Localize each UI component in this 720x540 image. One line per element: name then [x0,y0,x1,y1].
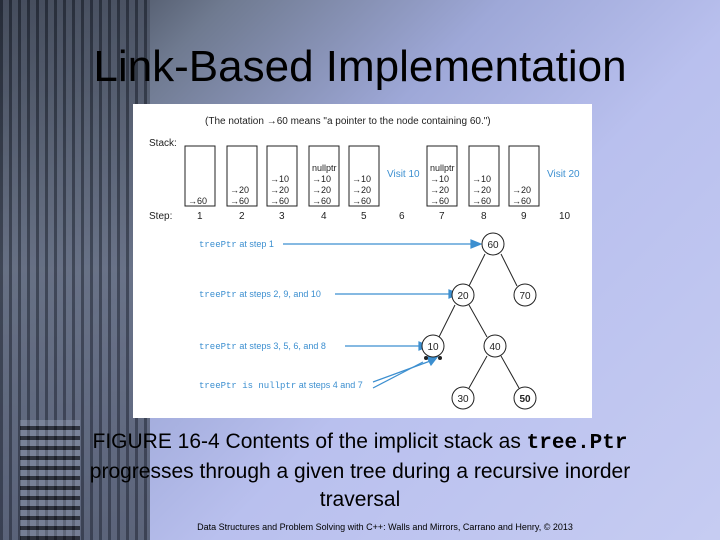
stack-entry: →60 [230,196,249,206]
stack-entry: →10 [270,174,289,184]
footer-citation: Data Structures and Problem Solving with… [197,522,573,532]
stack-box [226,145,258,207]
pointer-label: treePtr at step 1 [199,239,274,250]
stack-box [426,145,458,207]
stack-entry: →20 [352,185,371,195]
tree-nodes: 60 20 70 10 40 30 50 [421,232,537,410]
step-number: 5 [361,211,367,222]
tree-node-circle [481,232,505,256]
null-child-dot [438,356,442,360]
tree-node-circle [483,334,507,358]
tree-node-value: 30 [457,394,469,405]
tree-node-circle [513,386,537,410]
caption-suffix: progresses through a given tree during a… [89,460,631,511]
stack-entry: →20 [430,185,449,195]
null-child-dot [424,356,428,360]
stack-entry: →20 [270,185,289,195]
stack-box [348,145,380,207]
stack-columns: →60→20→60→10→20→60nullptr→10→20→60→10→20… [184,145,580,207]
stack-box [184,145,216,207]
step-label: Step: [149,211,172,222]
stack-entry: →60 [472,196,491,206]
step-numbers: 1 2 3 4 5 6 7 8 9 10 [197,211,571,222]
stack-box [308,145,340,207]
tree-node-circle [451,386,475,410]
stack-entry: nullptr [430,163,455,173]
tree-node-circle [513,283,537,307]
stack-entry: →10 [472,174,491,184]
stack-entry: →60 [430,196,449,206]
tree-node-value: 60 [487,240,499,251]
figure-16-4: (The notation →60 means "a pointer to th… [133,104,592,418]
tree-node-value: 50 [519,394,531,405]
stack-box [266,145,298,207]
stack-entry: →60 [188,196,207,206]
pointer-label: treePtr at steps 2, 9, and 10 [199,289,321,300]
slide-title: Link-Based Implementation [93,42,627,91]
stack-tree-diagram: (The notation →60 means "a pointer to th… [149,116,580,410]
stack-entry: →10 [430,174,449,184]
tree-node-circle [421,334,445,358]
visit-label: Visit 10 [387,169,420,180]
step-number: 3 [279,211,285,222]
stack-box [468,145,500,207]
tree-edges [438,253,520,389]
pointer-arrows [283,239,483,389]
stack-entry: nullptr [312,163,337,173]
visit-label: Visit 20 [547,169,580,180]
tree-node-value: 20 [457,291,469,302]
stack-entry: →20 [312,185,331,195]
caption-code: tree.Ptr [526,432,628,455]
figure-caption: FIGURE 16-4 Contents of the implicit sta… [60,428,660,514]
stack-entry: →60 [352,196,371,206]
pointer-label: treePtr is nullptr at steps 4 and 7 [199,380,363,391]
stack-label: Stack: [149,138,177,149]
pointer-labels: treePtr at step 1 treePtr at steps 2, 9, … [199,239,363,391]
tree-node-value: 40 [489,342,501,353]
tree-node-value: 70 [519,291,531,302]
step-number: 9 [521,211,527,222]
pointer-label: treePtr at steps 3, 5, 6, and 8 [199,341,326,352]
step-number: 6 [399,211,405,222]
step-number: 7 [439,211,445,222]
notation-note: (The notation →60 means "a pointer to th… [205,116,491,127]
stack-entry: →10 [352,174,371,184]
stack-entry: →20 [230,185,249,195]
step-number: 2 [239,211,245,222]
step-number: 8 [481,211,487,222]
stack-box [508,145,540,207]
stack-entry: →60 [312,196,331,206]
step-number: 4 [321,211,327,222]
background-building-detail [20,420,80,540]
caption-prefix: FIGURE 16-4 Contents of the implicit sta… [92,430,527,453]
stack-entry: →20 [512,185,531,195]
step-number: 10 [559,211,571,222]
tree-node-circle [451,283,475,307]
stack-entry: →20 [472,185,491,195]
stack-entry: →60 [270,196,289,206]
step-number: 1 [197,211,203,222]
stack-entry: →60 [512,196,531,206]
stack-entry: →10 [312,174,331,184]
tree-node-value: 10 [427,342,439,353]
